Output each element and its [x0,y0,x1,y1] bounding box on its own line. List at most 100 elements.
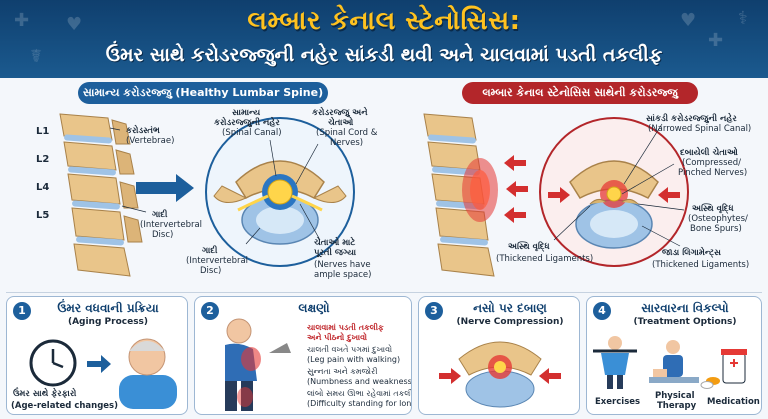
symptom-2-gu: ચાલતી વખતે પગમાં દુખાવો [307,345,393,354]
option-exercises: Exercises [595,397,641,407]
clock-icon [29,339,77,387]
symptom-3-en: (Numbness and weakness) [307,377,412,386]
cord-label-en1: (Spinal Cord & [316,128,378,138]
compressed-label-gu: દબાયેલી ચેતાઓ [680,148,738,158]
medication-icon [700,349,747,389]
ligament-left-label-en: (Thickened Ligaments) [496,254,594,264]
cord-label-gu1: કરોડરજ્જુ અને [312,108,368,118]
card-subtitle: (Treatment Options) [633,317,737,327]
stenosis-cross-section [569,160,659,249]
level-l5: L5 [36,210,50,221]
symptom-4-gu: લાંબો સમય ઊભા રહેવામાં તકલીફ [307,389,412,398]
level-l2: L2 [36,154,50,165]
card-number: 3 [425,302,443,320]
cross-icon: ✚ [708,30,724,51]
card-number: 1 [13,302,31,320]
disc2-label-gu: ગાદી [202,246,218,256]
healthy-cross-section [213,160,347,245]
vertebra-label-en: (Vertebrae) [126,136,175,146]
aging-illustration [29,338,177,409]
ligament-right-label-gu: જાડા લિગામેન્ટ્સ [662,248,721,258]
space-label-en1: (Nerves have [314,260,371,270]
osteo-label-gu: અસ્થિ વૃદ્ધિ [692,204,734,214]
symptom-1-gu2: અને પીઠનો દુખાવો [307,333,368,342]
cord-label-en2: Nerves) [330,138,364,148]
osteo-label-en1: (Osteophytes/ [688,214,748,224]
treatment-options-card: 4 સારવારના વિકલ્પો (Treatment Options) E… [586,296,762,415]
card-title: સારવારના વિકલ્પો [641,301,729,315]
header-banner: ✚ ♥ ☤ ✚ ♥ ⚕ લમ્બાર કેનાલ સ્ટેનોસિસ: ઉંમર… [0,0,768,78]
canal-label-gu1: સામાન્ય [232,108,261,118]
level-l1: L1 [36,126,50,137]
healthy-spine-heading: સામાન્ય કરોડરજ્જુ (Healthy Lumbar Spine) [78,82,328,104]
narrow-canal-label-gu: સાંકડી કરોડરજ્જુની નહેર [646,114,737,124]
healthy-spine-panel: L1 L2 L4 L5 કરોડસ્તંભ (Vertebrae) ગાદી (… [0,100,384,290]
narrow-canal-label-en: (Narrowed Spinal Canal) [648,124,752,134]
aging-caption-gu: ઉંમર સાથે ફેરફારો [13,389,77,399]
aging-caption-en: (Age-related changes) [11,401,118,411]
stenosis-spine-heading: લમ્બાર કેનાલ સ્ટેનોસિસ સાથેની કરોડરજ્જુ [462,82,698,104]
medical-bag-icon: ✚ [14,10,30,31]
arrow-in-right-icon [539,368,561,384]
heart-icon-right: ♥ [680,10,697,31]
space-label-en2: ample space) [314,270,372,280]
osteo-label-en2: Bone Spurs) [690,224,742,234]
compression-arrows [504,155,528,223]
back-pain-man-icon [225,318,291,411]
arrow-in-right-icon [658,187,680,203]
compressed-label-en2: Pinched Nerves) [678,168,748,178]
option-therapy: Therapy [657,401,697,411]
patient-illustration [225,318,291,411]
physical-therapy-icon [649,340,699,383]
disc2-label-en1: (Intervertebral [186,256,249,266]
symptom-4-en: (Difficulty standing for long) [307,399,412,408]
vertebrae-stack [59,113,143,277]
space-label-gu2: પૂરતી જગ્યા [314,248,357,258]
stethoscope-icon: ☤ [30,46,43,67]
canal-label-en: (Spinal Canal) [222,128,282,138]
elderly-man-icon [119,338,177,409]
page-subtitle: ઉંમર સાથે કરોડરજ્જુની નહેર સાંકડી થવી અન… [105,44,663,66]
level-l4: L4 [36,182,50,193]
disc-label-en2: Disc) [152,230,174,240]
stenosis-spine-illustration [423,113,689,277]
compression-illustration [439,341,561,408]
vertebra-cross-section-icon [458,341,542,408]
arrow-right-icon [87,355,111,373]
ligament-right-label-en: (Thickened Ligaments) [652,260,750,270]
card-title: ઉંમર વધવાની પ્રક્રિયા [57,301,159,315]
exercise-icon [593,336,637,389]
card-number: 2 [201,302,219,320]
stenosis-vertebrae-stack [423,113,498,277]
arrow-in-left-icon [548,187,570,203]
canal-label-gu2: કરોડરજ્જુની નહેર [214,118,280,128]
heart-icon: ♥ [66,14,83,35]
section-divider [6,292,762,293]
card-title: નસો પર દબાણ [473,301,547,315]
vertebra-label-gu: કરોડસ્તંભ [126,126,160,136]
card-number: 4 [593,302,611,320]
disc-label-gu: ગાદી [152,210,168,220]
space-label-gu1: ચેતાઓ માટે [314,238,356,248]
symptom-2-en: (Leg pain with walking) [307,355,401,364]
ligament-left-label-gu: અસ્થિ વૃદ્ધિ [508,242,550,252]
treatment-illustration [593,336,747,389]
card-subtitle: (Nerve Compression) [456,317,564,327]
nerve-compression-card: 3 નસો પર દબાણ (Nerve Compression) [418,296,580,415]
cord-label-gu2: ચેતાઓ [328,118,354,128]
healthy-spine-illustration [59,113,355,277]
arrow-in-left-icon [439,368,461,384]
card-subtitle: (Aging Process) [67,317,149,327]
card-title: લક્ષણો [298,301,330,315]
disc2-label-en2: Disc) [200,266,222,276]
stenosis-spine-panel: સાંકડી કરોડરજ્જુની નહેર (Narrowed Spinal… [384,100,768,290]
compressed-label-en1: (Compressed/ [682,158,742,168]
arrow-right-icon [136,174,194,202]
disc-label-en1: (Intervertebral [140,220,203,230]
option-medication: Medication [707,397,760,407]
symptom-3-gu: સુન્નતા અને કમજોરી [307,367,378,376]
option-physical: Physical [655,391,695,401]
symptoms-card: 2 લક્ષણો ચાલવામાં પડતી તકલીફ અને પીઠનો દ… [194,296,412,415]
page-title: લમ્બાર કેનાલ સ્ટેનોસિસ: [247,6,521,36]
microscope-icon: ⚕ [738,8,748,29]
